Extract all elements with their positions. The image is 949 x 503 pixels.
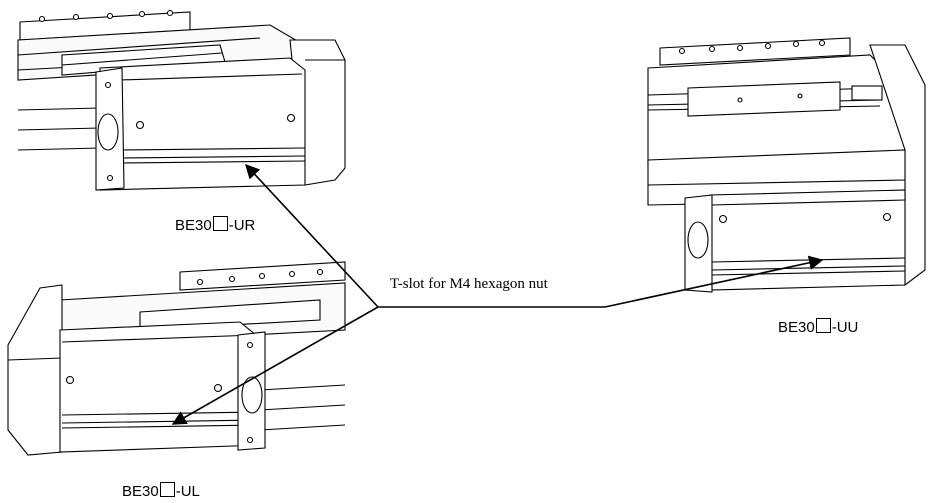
placeholder-box-icon [159,482,175,497]
label-uu-prefix: BE30 [778,319,815,336]
label-uu-suffix: -UU [831,319,859,336]
leader-arrow-ur [245,163,379,308]
callout-text: T-slot for M4 hexagon nut [390,276,548,292]
leader-arrow-uu [604,255,824,308]
leader-arrow-ul [171,306,379,425]
placeholder-box-icon [212,216,228,231]
label-ul: BE30 -UL [122,482,200,500]
actuator-ul [7,261,346,456]
actuator-uu [647,37,926,293]
label-ur-prefix: BE30 [175,217,212,234]
label-ur-suffix: -UR [228,217,256,234]
label-ur: BE30 -UR [175,216,255,234]
actuator-ur [17,9,346,191]
label-uu: BE30 -UU [778,318,858,336]
label-ul-suffix: -UL [175,483,200,500]
placeholder-box-icon [815,318,831,333]
callout-leaders [171,163,824,425]
label-ul-prefix: BE30 [122,483,159,500]
